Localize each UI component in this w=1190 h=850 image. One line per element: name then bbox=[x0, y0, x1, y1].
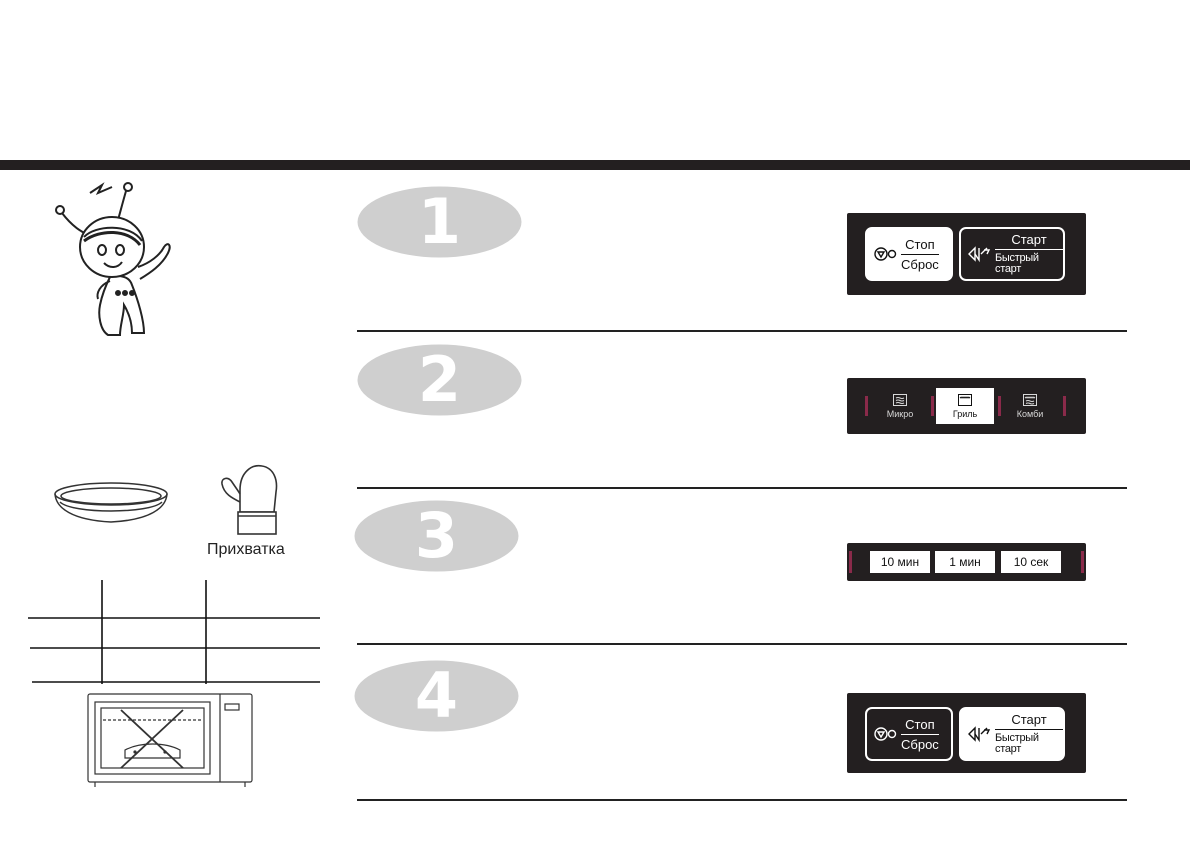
time-1-min-button[interactable]: 1 мин bbox=[935, 551, 995, 573]
glass-tray-icon bbox=[54, 482, 168, 523]
start-label: Старт bbox=[1011, 232, 1047, 247]
start-label: Старт bbox=[1011, 712, 1047, 727]
time-10-sec-button[interactable]: 10 сек bbox=[1001, 551, 1061, 573]
step-4-number: 4 bbox=[415, 660, 458, 732]
step-3-badge: 3 bbox=[354, 500, 519, 572]
start-quick-start-button[interactable]: Старт Быстрый старт bbox=[959, 227, 1065, 281]
stop-icon bbox=[874, 247, 897, 261]
mode-micro-button[interactable]: Микро bbox=[871, 388, 929, 424]
stop-label: Стоп bbox=[905, 236, 935, 252]
step-4-badge: 4 bbox=[354, 660, 519, 732]
combi-icon bbox=[1023, 393, 1037, 406]
quick-start-label: Быстрый старт bbox=[995, 732, 1039, 755]
reset-label: Сброс bbox=[901, 256, 939, 272]
oven-crossed-icon bbox=[87, 693, 253, 787]
mode-combi-label: Комби bbox=[1016, 408, 1044, 419]
step-2-badge: 2 bbox=[357, 344, 522, 416]
start-quick-start-button[interactable]: Старт Быстрый старт bbox=[959, 707, 1065, 761]
step-divider bbox=[357, 487, 1127, 489]
quick-start-label: Быстрый старт bbox=[995, 252, 1039, 275]
accessory-table-grid bbox=[28, 580, 320, 684]
oven-mitt-icon bbox=[221, 464, 278, 535]
step-3-number: 3 bbox=[415, 500, 458, 572]
control-panel-stop-start-2: Стоп Сброс Старт Быстрый старт bbox=[847, 693, 1086, 773]
time-10-min-button[interactable]: 10 мин bbox=[870, 551, 930, 573]
indicator-tick bbox=[931, 396, 934, 416]
start-icon bbox=[968, 246, 991, 263]
step-1-number: 1 bbox=[418, 186, 461, 258]
micro-wave-icon bbox=[893, 393, 907, 406]
mode-grill-button[interactable]: Гриль bbox=[936, 388, 994, 424]
mode-combi-button[interactable]: Комби bbox=[1001, 388, 1059, 424]
indicator-tick bbox=[998, 396, 1001, 416]
start-icon bbox=[968, 726, 991, 743]
indicator-tick bbox=[1081, 551, 1084, 573]
mode-grill-label: Гриль bbox=[952, 408, 978, 419]
header-bar bbox=[0, 160, 1190, 170]
step-divider bbox=[357, 643, 1127, 645]
control-panel-time: 10 мин 1 мин 10 сек bbox=[847, 543, 1086, 581]
stop-label: Стоп bbox=[905, 716, 935, 732]
stop-reset-button[interactable]: Стоп Сброс bbox=[865, 707, 953, 761]
control-panel-modes: Микро Гриль Комби bbox=[847, 378, 1086, 434]
step-1-badge: 1 bbox=[357, 186, 522, 258]
stop-reset-button[interactable]: Стоп Сброс bbox=[865, 227, 953, 281]
step-divider bbox=[357, 330, 1127, 332]
reset-label: Сброс bbox=[901, 736, 939, 752]
mode-micro-label: Микро bbox=[886, 408, 914, 419]
indicator-tick bbox=[849, 551, 852, 573]
indicator-tick bbox=[865, 396, 868, 416]
mitt-label: Прихватка bbox=[207, 541, 285, 558]
step-divider bbox=[357, 799, 1127, 801]
mascot-icon bbox=[55, 182, 171, 336]
control-panel-stop-start: Стоп Сброс Старт Быстрый старт bbox=[847, 213, 1086, 295]
grill-icon bbox=[958, 393, 972, 406]
step-2-number: 2 bbox=[418, 344, 461, 416]
stop-icon bbox=[874, 727, 897, 741]
indicator-tick bbox=[1063, 396, 1066, 416]
